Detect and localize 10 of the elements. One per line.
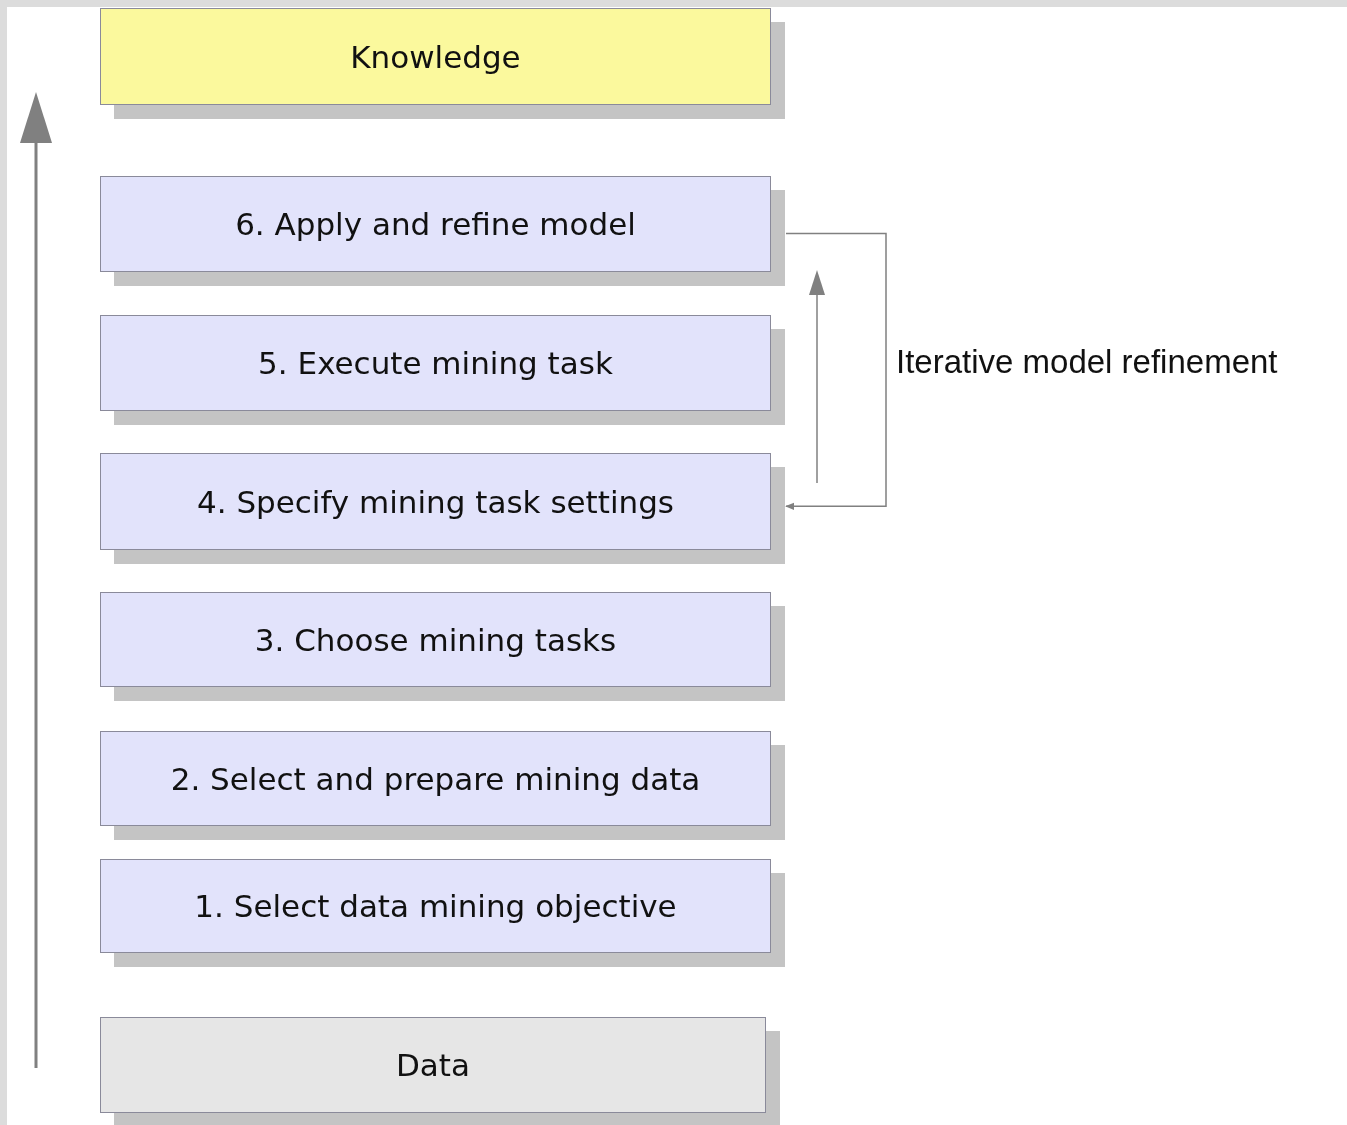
feedback-arrow — [785, 232, 887, 510]
annotation-text: Iterative model refinement — [896, 343, 1278, 381]
step-text: Knowledge — [350, 38, 521, 75]
step-text: 1. Select data mining objective — [194, 888, 677, 924]
step-text: 3. Choose mining tasks — [254, 621, 617, 658]
step-text: 4. Specify mining task settings — [196, 483, 675, 520]
step-text: 5. Execute mining task — [258, 345, 613, 381]
step-text: 6. Apply and refine model — [235, 206, 636, 242]
step-text: 2. Select and prepare mining data — [170, 760, 701, 797]
step-text: Data — [396, 1047, 470, 1083]
